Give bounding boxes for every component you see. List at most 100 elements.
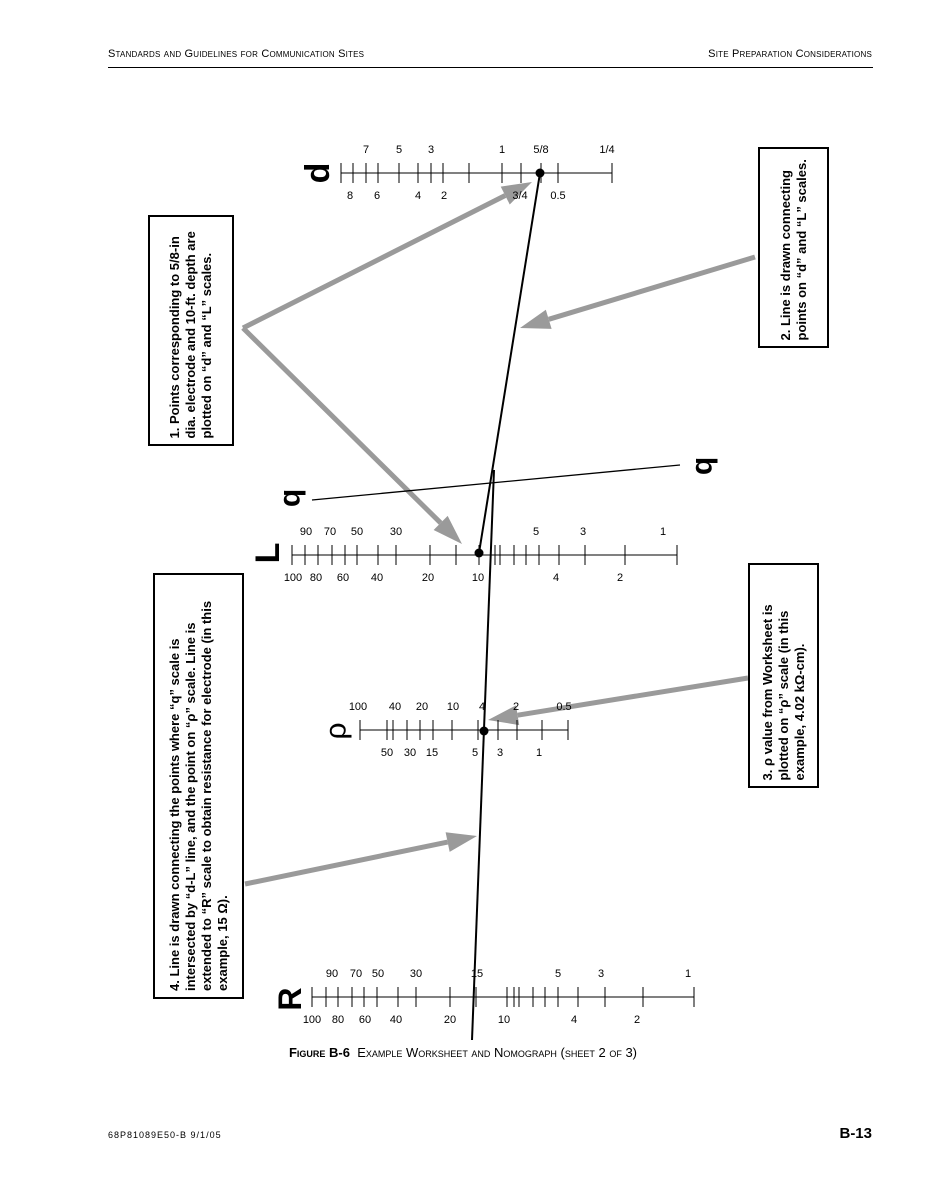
arrow-note2-to-line xyxy=(520,254,756,329)
figure-title: Example Worksheet and Nomograph (sheet 2… xyxy=(357,1045,637,1060)
arrow-note4-to-line-head xyxy=(445,832,477,852)
scale-rho-bottom-label: 15 xyxy=(426,747,438,759)
note-2-number: 2. xyxy=(777,329,793,340)
arrow-note1-to-d xyxy=(241,182,532,331)
footer-doc-number: 68P81089E50-B 9/1/05 xyxy=(108,1130,222,1140)
scale-rho-bottom-label: 3 xyxy=(497,747,503,759)
scale-L-bottom-label: 4 xyxy=(553,572,559,584)
scale-R-bottom-label: 2 xyxy=(634,1014,640,1026)
scale-R-top-label: 1 xyxy=(685,968,691,980)
scale-L-top-label: 70 xyxy=(324,526,336,538)
scale-R-bottom-label: 20 xyxy=(444,1014,456,1026)
arrow-note3-to-rho xyxy=(488,675,749,726)
scale-rho-bottom-label: 30 xyxy=(404,747,416,759)
point-L-10 xyxy=(474,548,484,558)
header-left: Standards and Guidelines for Communicati… xyxy=(108,48,365,60)
scale-L-name: L xyxy=(249,543,287,564)
note-4-box: 4. Line is drawn connecting the points w… xyxy=(153,573,244,999)
scale-rho-bottom-label: 1 xyxy=(536,747,542,759)
arrow-note2-to-line-shaft xyxy=(547,254,756,322)
scale-L-bottom-label: 40 xyxy=(371,572,383,584)
scale-R-top-label: 3 xyxy=(598,968,604,980)
line-d-to-L xyxy=(478,172,541,554)
scale-d-top-label: 5 xyxy=(396,144,402,156)
scale-L-top-label: 5 xyxy=(533,526,539,538)
arrow-note1-to-L xyxy=(241,326,462,544)
scale-L-bottom-label: 80 xyxy=(310,572,322,584)
figure-label: Figure B-6 xyxy=(288,1045,350,1060)
scale-rho-bottom-label: 5 xyxy=(472,747,478,759)
scale-d-name: d xyxy=(299,163,337,184)
note-4-number: 4. xyxy=(166,980,182,991)
footer-page-number: B-13 xyxy=(839,1125,872,1142)
scale-d-bottom-label: 2 xyxy=(441,190,447,202)
scale-rho-top-label: 4 xyxy=(479,701,485,713)
scale-L-bottom-label: 100 xyxy=(284,572,302,584)
scale-rho-top-label: 100 xyxy=(349,701,367,713)
scale-L-top-label: 90 xyxy=(300,526,312,538)
scale-rho-top-label: 10 xyxy=(447,701,459,713)
scale-R-top-label: 15 xyxy=(471,968,483,980)
scale-R-top-label: 30 xyxy=(410,968,422,980)
point-d-5-8 xyxy=(535,168,545,178)
scale-R-bottom-label: 60 xyxy=(359,1014,371,1026)
note-1-text: Points corresponding to 5/8-in dia. elec… xyxy=(167,230,214,438)
note-3-text: ρ value from Worksheet is plotted on “ρ”… xyxy=(759,603,807,780)
note-2-text: Line is drawn connecting points on “d” a… xyxy=(777,158,809,340)
scale-L-top-label: 1 xyxy=(660,526,666,538)
arrow-note3-to-rho-head xyxy=(488,705,520,726)
scale-L-top-label: 50 xyxy=(351,526,363,538)
scale-d-bottom-label: 8 xyxy=(347,190,353,202)
arrow-note2-to-line-head xyxy=(520,309,552,329)
header-right: Site Preparation Considerations xyxy=(708,48,872,60)
scale-R-name: R xyxy=(272,987,308,1010)
arrow-note1-to-d-shaft xyxy=(241,193,507,331)
scale-R-bottom-label: 10 xyxy=(498,1014,510,1026)
scale-rho-top-label: 40 xyxy=(389,701,401,713)
scale-R-bottom-label: 80 xyxy=(332,1014,344,1026)
line-q-rho-to-R xyxy=(471,469,495,1041)
scale-rho-top-label: 0.5 xyxy=(556,701,571,713)
scale-R-bottom-label: 4 xyxy=(571,1014,577,1026)
note-3-number: 3. xyxy=(759,769,775,780)
note-4-text: Line is drawn connecting the points wher… xyxy=(166,600,230,991)
scale-R-top-label: 5 xyxy=(555,968,561,980)
scale-R-bottom-label: 40 xyxy=(390,1014,402,1026)
scale-d-bottom-label: 0.5 xyxy=(550,190,565,202)
scale-d-top-label: 1/4 xyxy=(599,144,614,156)
scale-d-top-label: 5/8 xyxy=(533,144,548,156)
q-label-right: q xyxy=(686,457,719,475)
scale-d-bottom-label: 6 xyxy=(374,190,380,202)
scale-R-top-label: 90 xyxy=(326,968,338,980)
scale-L-bottom-label: 10 xyxy=(472,572,484,584)
arrow-note4-to-line xyxy=(244,832,477,887)
scale-rho-top-label: 20 xyxy=(416,701,428,713)
scale-R-top-label: 70 xyxy=(350,968,362,980)
arrow-note1-to-L-head xyxy=(433,515,462,544)
q-scale-line xyxy=(311,464,681,501)
arrow-note1-to-d-head xyxy=(500,182,532,205)
scale-d-bottom-label: 3/4 xyxy=(512,190,527,202)
scale-d-top-label: 7 xyxy=(363,144,369,156)
scale-d-bottom-label: 4 xyxy=(415,190,421,202)
scale-R-top-label: 50 xyxy=(372,968,384,980)
note-3-box: 3. ρ value from Worksheet is plotted on … xyxy=(748,563,819,788)
point-rho-4-02 xyxy=(479,726,489,736)
figure-caption: Figure B-6 Example Worksheet and Nomogra… xyxy=(0,1045,926,1060)
q-label-left: q xyxy=(274,489,307,507)
scale-d-top-label: 1 xyxy=(499,144,505,156)
scale-L-top-label: 3 xyxy=(580,526,586,538)
scale-d-top-label: 3 xyxy=(428,144,434,156)
scale-d: 7 5 3 1 5/8 1/4 8 6 4 2 3/4 0.5 d xyxy=(299,144,615,202)
header-rule xyxy=(108,67,873,68)
scale-L-bottom-label: 2 xyxy=(617,572,623,584)
note-2-box: 2. Line is drawn connecting points on “d… xyxy=(758,147,829,348)
scale-L-bottom-label: 60 xyxy=(337,572,349,584)
note-1-box: 1. Points corresponding to 5/8-in dia. e… xyxy=(148,215,234,446)
scale-rho-name: ρ xyxy=(320,722,353,739)
